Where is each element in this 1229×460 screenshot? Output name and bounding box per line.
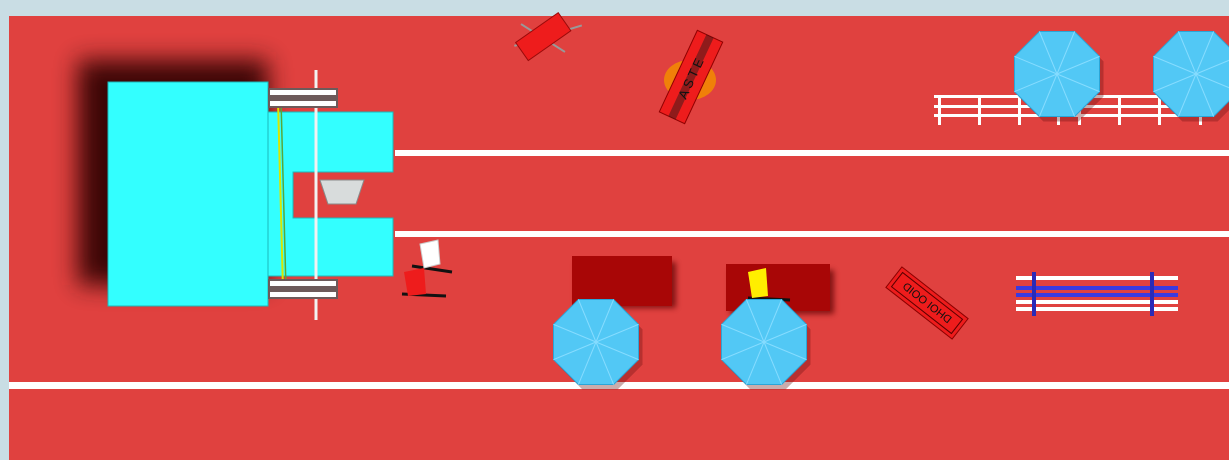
building-main-block — [108, 82, 268, 306]
gate-funnel — [320, 180, 364, 204]
lane-line-middle — [395, 231, 1229, 237]
gate-rail-top — [268, 88, 338, 108]
dark-block — [572, 256, 672, 306]
bench-icon[interactable] — [1016, 272, 1178, 316]
lane-line-upper — [395, 150, 1229, 156]
gate-rail-bottom — [268, 279, 338, 299]
